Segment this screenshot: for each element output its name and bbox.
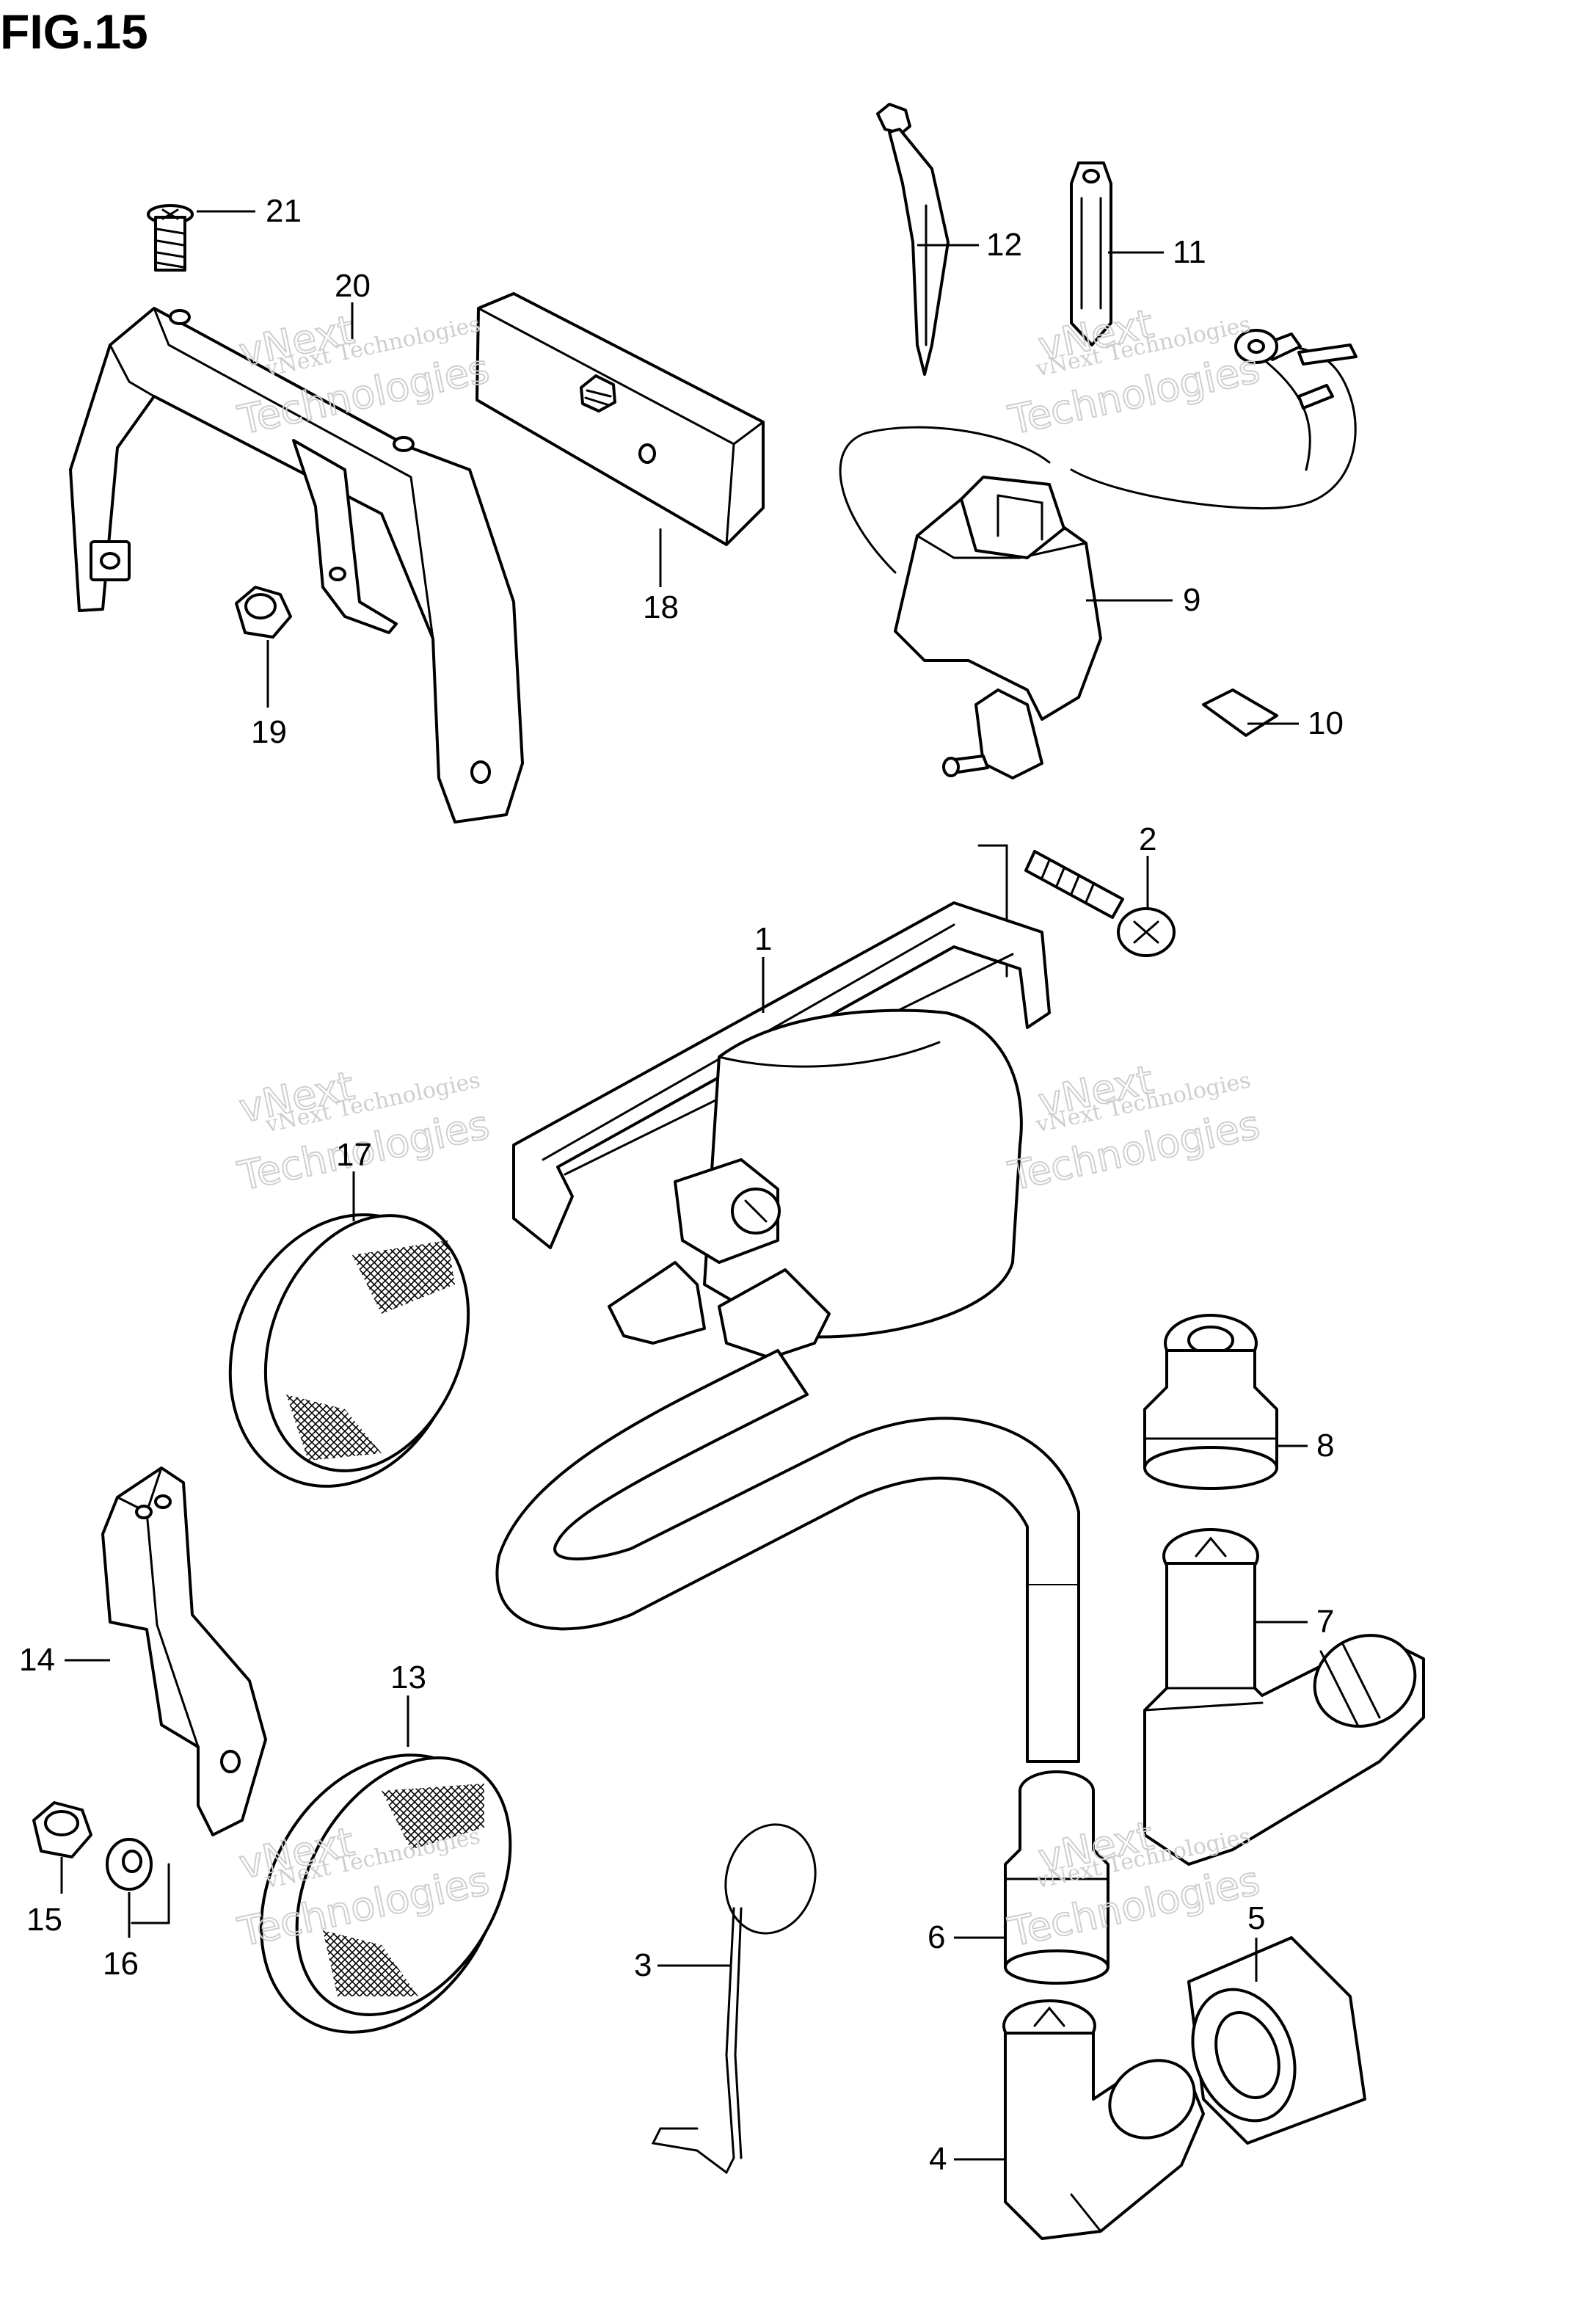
part-15-nut: [32, 1801, 92, 1858]
callout-3: 3: [634, 1947, 652, 1983]
part-8-cap: [1143, 1314, 1278, 1490]
part-20-bracket: [69, 307, 524, 824]
figure-title: FIG.15: [0, 4, 148, 59]
part-13-reflector: [260, 1753, 512, 2034]
callout-16: 16: [103, 1946, 139, 1982]
callout-14: 14: [19, 1642, 55, 1678]
watermark-top-right: vNext vNext Technologies Technologies: [1004, 299, 1264, 444]
watermark-top-left: vNext vNext Technologies Technologies: [233, 306, 494, 445]
part-5-cover: [1187, 1936, 1366, 2145]
callout-12: 12: [986, 227, 1022, 263]
callout-8: 8: [1316, 1428, 1334, 1464]
part-9-switch: [839, 329, 1358, 779]
callout-20: 20: [335, 268, 371, 304]
callout-labels: 21 20 12 11 19 18 9 10 2 1 17 8 7 14 13 …: [19, 193, 1344, 2177]
callout-2: 2: [1139, 821, 1156, 857]
callout-10: 10: [1308, 705, 1344, 741]
leader-lines: [60, 210, 1308, 2161]
part-21-screw: [147, 204, 194, 272]
part-4-elbow-cap: [1002, 1999, 1205, 2240]
callout-6: 6: [928, 1919, 945, 1955]
callout-21: 21: [266, 193, 302, 229]
part-19-nut: [235, 586, 292, 639]
callout-9: 9: [1183, 582, 1200, 618]
part-1-ignition-coil: [495, 901, 1080, 1763]
callout-1: 1: [754, 921, 772, 957]
part-7-plug-cap: [1143, 1528, 1425, 1866]
callout-19: 19: [251, 714, 287, 750]
part-2-screw: [977, 844, 1176, 978]
part-10-label: [1202, 688, 1278, 737]
callout-18: 18: [643, 589, 679, 625]
callout-5: 5: [1247, 1900, 1265, 1936]
callout-7: 7: [1316, 1604, 1334, 1640]
part-11-clamp: [1070, 161, 1112, 346]
watermark-middle-right: vNext vNext Technologies Technologies: [1004, 1055, 1264, 1200]
watermark-middle-left: vNext vNext Technologies Technologies: [233, 1062, 494, 1201]
callout-4: 4: [929, 2141, 947, 2177]
part-16-washer: [106, 1838, 153, 1891]
part-6-boot: [1004, 1770, 1109, 1985]
part-3-clip: [651, 1823, 817, 2175]
callout-17: 17: [336, 1137, 372, 1173]
callout-11: 11: [1173, 234, 1206, 270]
part-12-cable-tie: [876, 103, 950, 376]
callout-15: 15: [26, 1902, 62, 1938]
part-14-bracket: [101, 1466, 267, 1924]
part-17-reflector: [228, 1213, 470, 1488]
part-18-pad: [475, 292, 765, 546]
callout-13: 13: [390, 1660, 426, 1695]
